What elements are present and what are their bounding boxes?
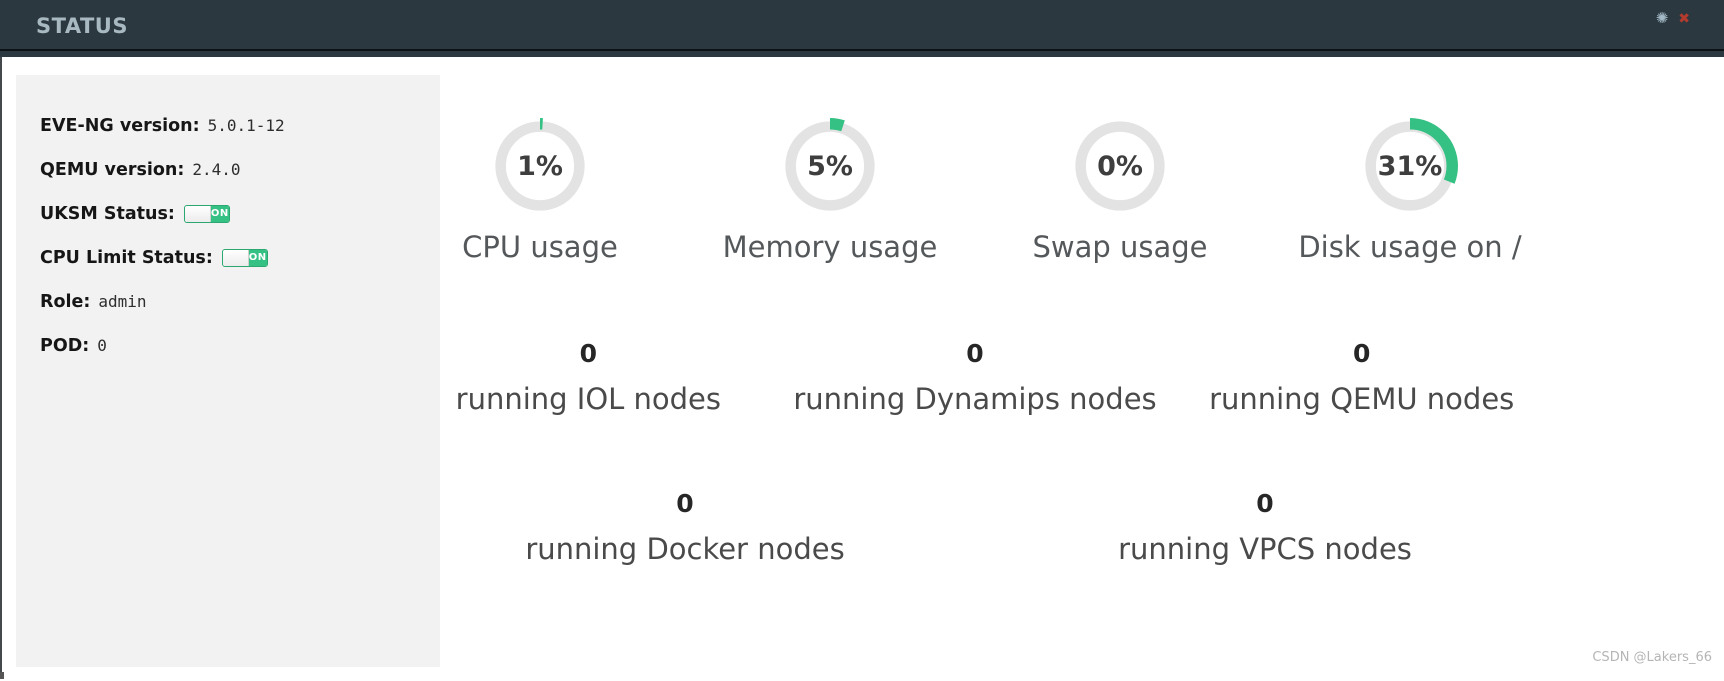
gauge-label: Memory usage	[722, 230, 938, 264]
info-label: POD:	[40, 335, 90, 356]
counter-value: 0	[1256, 489, 1274, 518]
info-label: Role:	[40, 291, 91, 312]
gauge-label: Disk usage on /	[1298, 230, 1522, 264]
qemu-nodes-counter: 0 running QEMU nodes	[1168, 339, 1555, 419]
info-row-role: Role: admin	[40, 289, 416, 314]
swap-usage-gauge: 0% Swap usage	[975, 118, 1265, 264]
donut-chart: 5%	[782, 118, 878, 214]
toggle-on-label: ON	[248, 249, 267, 266]
counter-value: 0	[1352, 339, 1371, 368]
system-info-panel: EVE-NG version: 5.0.1-12 QEMU version: 2…	[16, 75, 440, 667]
donut-chart: 1%	[492, 118, 588, 214]
window-left-border-end	[0, 672, 4, 679]
toggle-on-label: ON	[210, 205, 229, 222]
dynamips-nodes-counter: 0 running Dynamips nodes	[782, 339, 1169, 419]
node-counters-row-1: 0 running IOL nodes 0 running Dynamips n…	[395, 339, 1555, 419]
info-row-pod: POD: 0	[40, 333, 416, 358]
header-divider	[0, 49, 1724, 51]
info-row-cpu-limit-status: CPU Limit Status: ON	[40, 245, 416, 270]
info-label: CPU Limit Status:	[40, 247, 213, 268]
gauge-percent: 5%	[807, 150, 853, 182]
window-left-border	[0, 0, 2, 679]
info-row-qemu-version: QEMU version: 2.4.0	[40, 157, 416, 182]
counter-label: running Dynamips nodes	[793, 382, 1157, 416]
info-label: QEMU version:	[40, 159, 185, 180]
info-label: UKSM Status:	[40, 203, 175, 224]
refresh-icon[interactable]: ✺	[1655, 9, 1669, 27]
usage-gauges-row: 1% CPU usage 5% Memory usage 0%	[395, 118, 1555, 264]
info-row-eve-version: EVE-NG version: 5.0.1-12	[40, 113, 416, 138]
iol-nodes-counter: 0 running IOL nodes	[395, 339, 782, 419]
toggle-knob	[184, 205, 211, 222]
gauge-label: CPU usage	[462, 230, 618, 264]
counter-value: 0	[579, 339, 598, 368]
donut-chart: 0%	[1072, 118, 1168, 214]
counter-label: running VPCS nodes	[1118, 532, 1412, 566]
gauge-percent: 31%	[1377, 150, 1443, 182]
counter-value: 0	[676, 489, 694, 518]
disk-usage-gauge: 31% Disk usage on /	[1265, 118, 1555, 264]
info-value: admin	[98, 292, 147, 311]
csdn-watermark: CSDN @Lakers_66	[1592, 650, 1712, 665]
uksm-toggle[interactable]: ON	[183, 204, 230, 223]
vpcs-nodes-counter: 0 running VPCS nodes	[975, 489, 1555, 569]
title-bar: STATUS ✺ ✖	[0, 0, 1724, 57]
memory-usage-gauge: 5% Memory usage	[685, 118, 975, 264]
close-icon[interactable]: ✖	[1678, 10, 1690, 27]
gauge-percent: 1%	[517, 150, 563, 182]
gauge-percent: 0%	[1097, 150, 1143, 182]
page-title: STATUS	[36, 14, 128, 38]
info-value: 0	[97, 336, 107, 355]
node-counters-row-2: 0 running Docker nodes 0 running VPCS no…	[395, 489, 1555, 569]
cpu-limit-toggle[interactable]: ON	[221, 248, 268, 267]
donut-chart: 31%	[1362, 118, 1458, 214]
counter-value: 0	[966, 339, 984, 368]
cpu-usage-gauge: 1% CPU usage	[395, 118, 685, 264]
info-value: 2.4.0	[192, 160, 241, 179]
counter-label: running QEMU nodes	[1209, 382, 1515, 416]
gauge-label: Swap usage	[1032, 230, 1208, 264]
info-value: 5.0.1-12	[207, 116, 285, 135]
toggle-knob	[222, 249, 249, 266]
counter-label: running Docker nodes	[525, 532, 845, 566]
info-row-uksm-status: UKSM Status: ON	[40, 201, 416, 226]
docker-nodes-counter: 0 running Docker nodes	[395, 489, 975, 569]
counter-label: running IOL nodes	[455, 382, 722, 416]
info-label: EVE-NG version:	[40, 115, 200, 136]
titlebar-icons: ✺ ✖	[1656, 11, 1690, 26]
